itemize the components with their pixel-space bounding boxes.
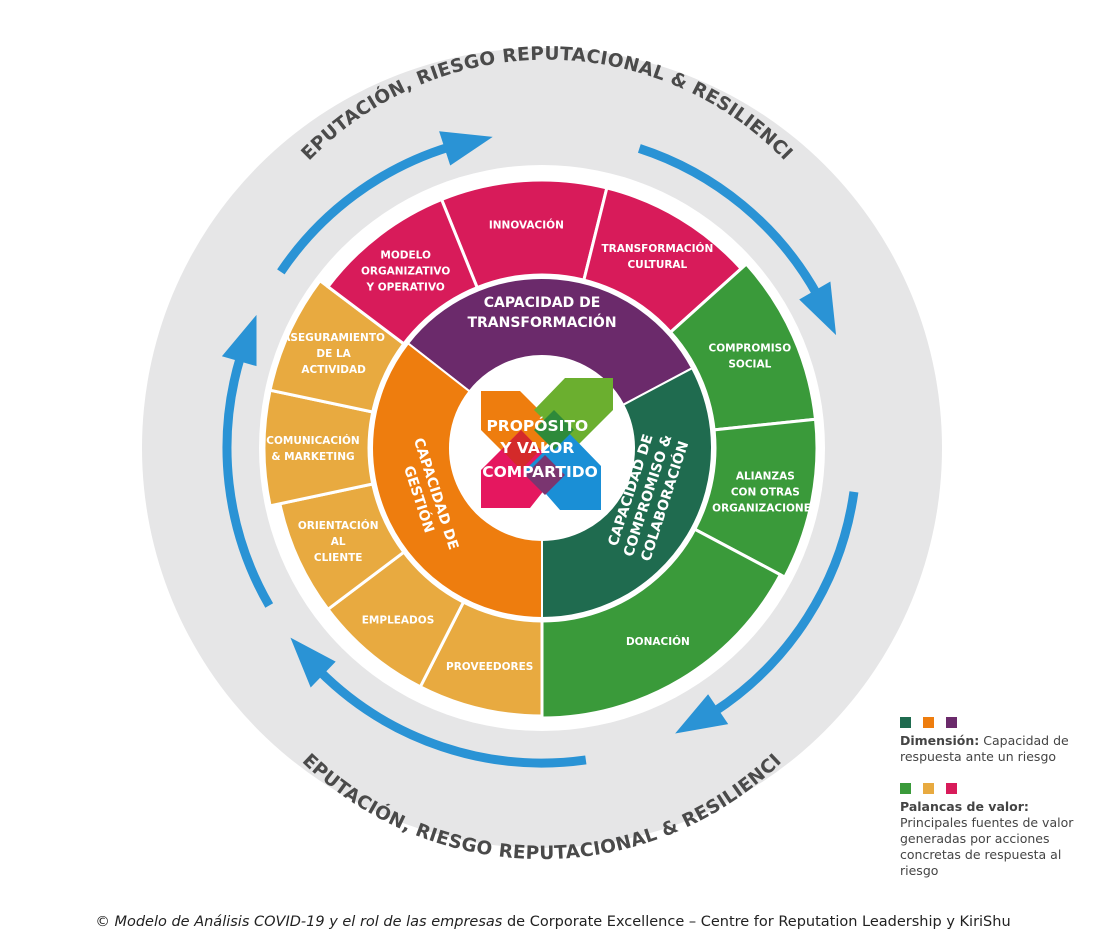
lever-label-line: TRANSFORMACIÓN [601, 242, 713, 255]
dimension-label-line: CAPACIDAD DE [484, 295, 601, 311]
lever-label-line: ORGANIZATIVO [361, 265, 450, 277]
lever-label-line: & MARKETING [271, 451, 354, 463]
center-line-2: Y VALOR [499, 439, 574, 457]
lever-label-line: DONACIÓN [626, 635, 690, 648]
lever-label-modelo: MODELO ORGANIZATIVO Y OPERATIVO [361, 249, 450, 293]
legend-dimension-desc: Capacidad de respuesta ante un riesgo [900, 733, 1069, 764]
lever-label-line: MODELO [380, 249, 431, 261]
lever-label-line: INNOVACIÓN [489, 219, 564, 232]
dimension-label-line: TRANSFORMACIÓN [467, 313, 616, 331]
cycle-arrow-head [290, 637, 336, 688]
legend-dimension-bold: Dimensión: [900, 733, 980, 748]
legend-dimension-text: Dimensión: Capacidad de respuesta ante u… [900, 733, 1090, 765]
legend-dimension: Dimensión: Capacidad de respuesta ante u… [900, 717, 1090, 765]
lever-label-line: PROVEEDORES [446, 661, 533, 673]
lever-ring: INNOVACIÓN TRANSFORMACIÓN CULTURAL COMPROMI… [262, 178, 819, 720]
lever-label-compromiso-social: COMPROMISO SOCIAL [709, 342, 792, 370]
cycle-arrow-shaft [222, 354, 274, 608]
lever-label-line: CLIENTE [314, 552, 363, 564]
logo-red-overlap [502, 430, 540, 470]
legend: Dimensión: Capacidad de respuesta ante u… [900, 717, 1090, 897]
lever-label-line: COMPROMISO [709, 342, 792, 354]
footer-copyright: © [95, 914, 110, 930]
legend-levers: Palancas de valor: Principales fuentes d… [900, 783, 1090, 879]
lever-label-aseguramiento: ASEGURAMIENTO DE LA ACTIVIDAD [282, 332, 385, 376]
lever-label-line: AL [331, 536, 346, 548]
lever-label-line: ORGANIZACIONES [712, 502, 818, 514]
legend-levers-swatches [900, 783, 1090, 794]
swatch-lever-green [900, 783, 911, 794]
swatch-lever-pink [946, 783, 957, 794]
lever-label-innovacion: INNOVACIÓN [489, 219, 564, 232]
lever-label-line: EMPLEADOS [362, 615, 435, 627]
lever-label-comunicacion: COMUNICACIÓN & MARKETING [266, 434, 359, 463]
lever-label-line: CON OTRAS [731, 486, 800, 498]
legend-levers-desc: Principales fuentes de valor generadas p… [900, 815, 1074, 878]
lever-label-line: ACTIVIDAD [301, 364, 366, 376]
swatch-dim-purple [946, 717, 957, 728]
cycle-arrow-head [799, 281, 837, 336]
separator-ring [367, 273, 717, 623]
cycle-arrows [221, 131, 859, 768]
lever-label-donacion: DONACIÓN [626, 635, 690, 648]
lever-label-proveedores: PROVEEDORES [446, 661, 533, 673]
footer-title: Modelo de Análisis COVID-19 y el rol de … [114, 914, 503, 930]
center-logo [481, 378, 613, 510]
footer-rest: de Corporate Excellence – Centre for Rep… [502, 914, 1011, 930]
lever-label-alianzas: ALIANZAS CON OTRAS ORGANIZACIONES [712, 470, 818, 514]
lever-label-transformacion-cultural: TRANSFORMACIÓN CULTURAL [601, 242, 713, 271]
cycle-arrow-shaft [711, 491, 859, 716]
dimension-label-transformacion: CAPACIDAD DE TRANSFORMACIÓN [467, 295, 616, 331]
lever-label-line: CULTURAL [627, 259, 687, 271]
lever-label-line: ALIANZAS [736, 470, 795, 482]
cycle-arrow-head [675, 694, 729, 734]
lever-label-line: SOCIAL [728, 358, 771, 370]
footer-credit: © Modelo de Análisis COVID-19 y el rol d… [0, 914, 1106, 930]
legend-levers-text: Palancas de valor: Principales fuentes d… [900, 799, 1090, 879]
lever-label-line: COMUNICACIÓN [266, 434, 359, 447]
cycle-arrow-head [439, 131, 493, 166]
logo-purple-overlap [525, 455, 565, 495]
swatch-dim-orange [923, 717, 934, 728]
cycle-arrow-shaft [277, 142, 452, 275]
logo-green [534, 378, 613, 449]
swatch-dim-green [900, 717, 911, 728]
lever-label-line: ASEGURAMIENTO [282, 332, 385, 344]
lever-label-line: DE LA [316, 348, 351, 360]
cycle-arrow-shaft [637, 144, 822, 298]
lever-label-line: ORIENTACIÓN [298, 519, 379, 532]
lever-label-orientacion: ORIENTACIÓN AL CLIENTE [298, 519, 379, 564]
lever-label-line: Y OPERATIVO [365, 281, 444, 293]
cycle-arrow-head [221, 314, 257, 367]
logo-darkgreen-overlap [534, 410, 574, 450]
center-line-3: COMPARTIDO [482, 463, 598, 481]
swatch-lever-yellow [923, 783, 934, 794]
cycle-arrow-shaft [316, 667, 587, 768]
center-line-1: PROPÓSITO [486, 416, 588, 435]
legend-dimension-swatches [900, 717, 1090, 728]
legend-levers-bold: Palancas de valor: [900, 799, 1029, 814]
lever-label-empleados: EMPLEADOS [362, 615, 435, 627]
center-label: PROPÓSITO Y VALOR COMPARTIDO [482, 416, 598, 481]
